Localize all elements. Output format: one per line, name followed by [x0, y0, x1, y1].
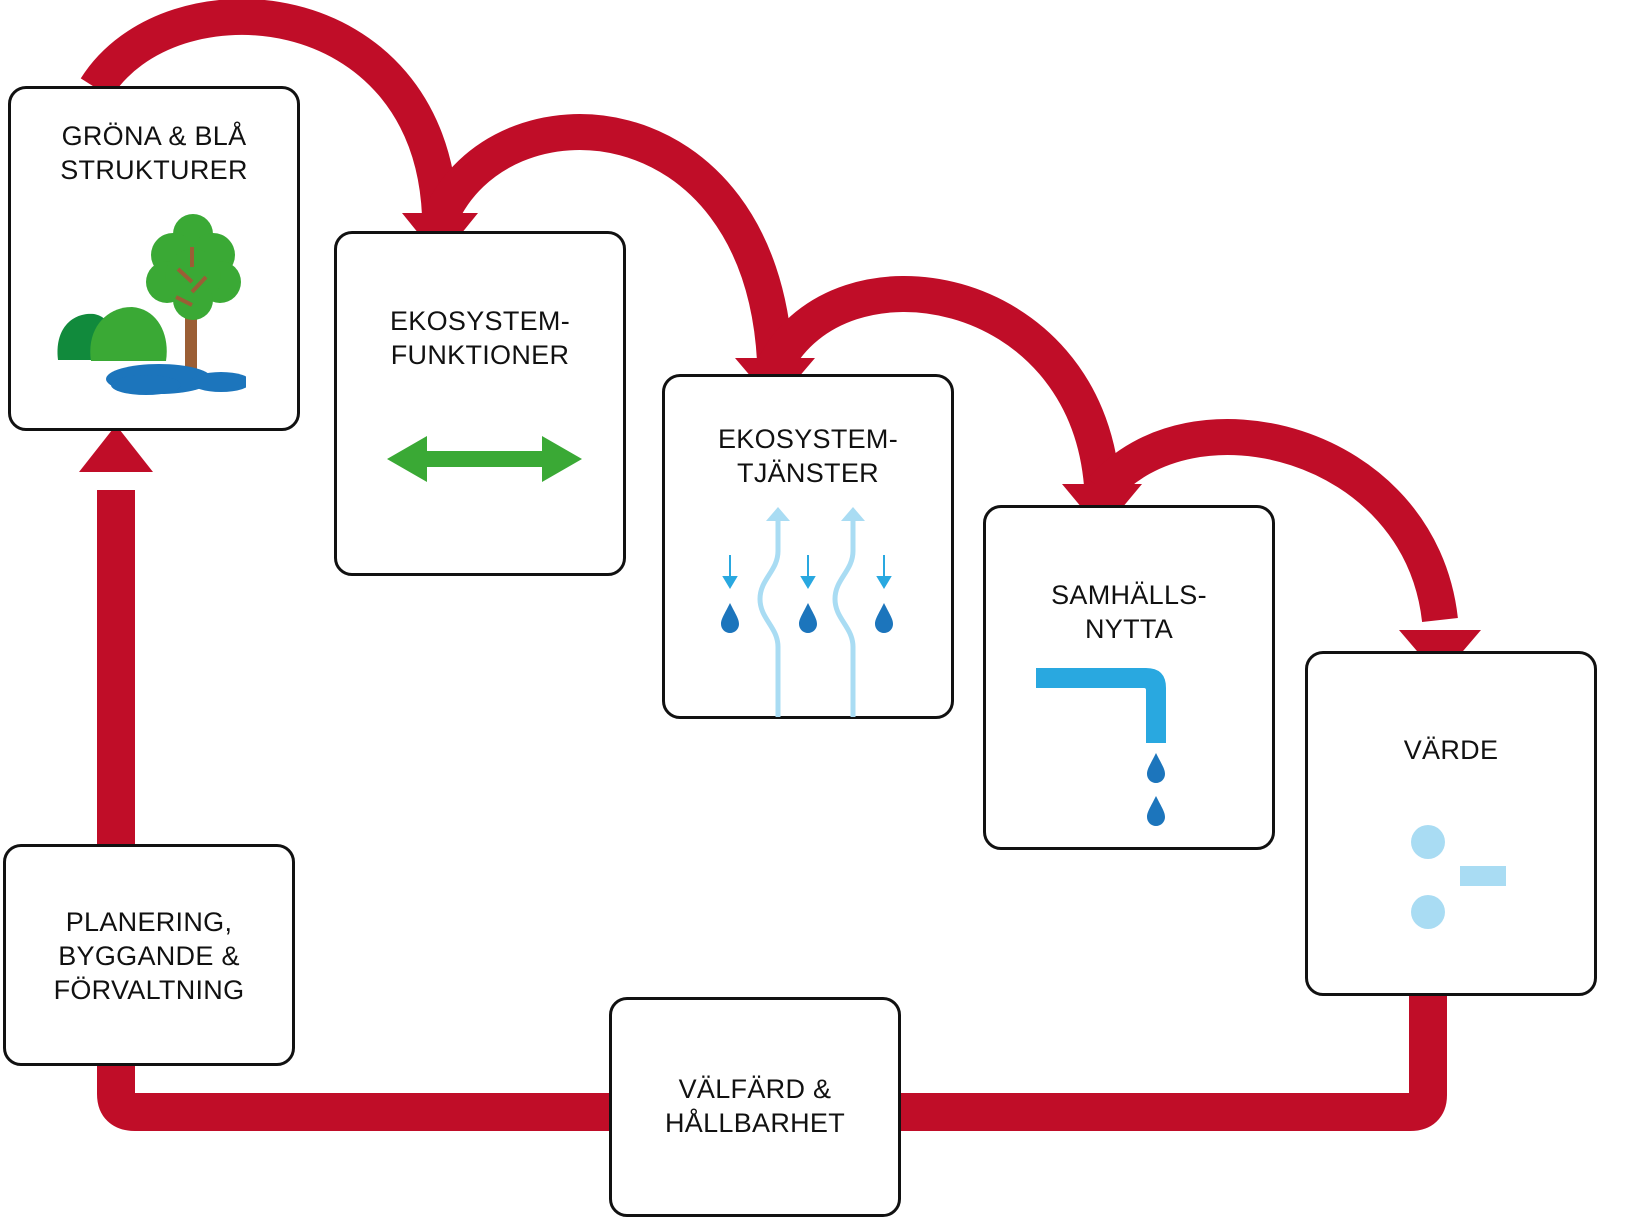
label-line: PLANERING, [65, 907, 233, 937]
tap-icon [1036, 668, 1166, 826]
label-line: NYTTA [1085, 614, 1173, 644]
double-arrow-icon [387, 436, 582, 482]
water-cycle-icon [721, 507, 893, 717]
box-label: SAMHÄLLS- NYTTA [986, 578, 1272, 646]
arrow-head-up [79, 425, 153, 472]
arrow-shaft-4 [1088, 419, 1458, 623]
tap-drops [1147, 753, 1165, 826]
label-line: BYGGANDE & [58, 941, 240, 971]
box-label: EKOSYSTEM- TJÄNSTER [665, 422, 951, 490]
label-line: FÖRVALTNING [53, 975, 245, 1005]
label-line: FUNKTIONER [390, 340, 570, 370]
box-grona-bla-strukturer: GRÖNA & BLÅ STRUKTURER [8, 86, 300, 431]
box-varde: VÄRDE [1305, 651, 1597, 996]
label-line: GRÖNA & BLÅ [61, 121, 247, 151]
pipe [1036, 668, 1166, 743]
label-line: STRUKTURER [60, 155, 248, 185]
label-line: HÅLLBARHET [664, 1108, 846, 1138]
box-ekosystemtjanster: EKOSYSTEM- TJÄNSTER [662, 374, 954, 719]
label-line: SAMHÄLLS- [1051, 580, 1207, 610]
box-ekosystemfunktioner: EKOSYSTEM- FUNKTIONER [334, 231, 626, 576]
arrow-shaft-1 [80, 0, 458, 216]
tree-icon [146, 214, 241, 369]
label-line: TJÄNSTER [737, 458, 879, 488]
box-label: VÄLFÄRD & HÅLLBARHET [612, 1072, 898, 1140]
light-hill [90, 307, 167, 361]
division-sign-icon [1411, 825, 1506, 929]
box-label: GRÖNA & BLÅ STRUKTURER [11, 119, 297, 187]
arrow-shaft-2 [423, 114, 793, 362]
label-line: VÄRDE [1403, 735, 1499, 765]
evaporation-arrows [757, 517, 856, 717]
label-line: EKOSYSTEM- [717, 424, 899, 454]
pond [106, 364, 246, 395]
box-label: VÄRDE [1308, 733, 1594, 767]
water-drops [721, 603, 893, 633]
rain-arrows [722, 555, 892, 589]
box-label: EKOSYSTEM- FUNKTIONER [337, 304, 623, 372]
box-samhallsnytta: SAMHÄLLS- NYTTA [983, 505, 1275, 850]
label-line: VÄLFÄRD & [678, 1074, 832, 1104]
label-line: EKOSYSTEM- [389, 306, 571, 336]
box-label: PLANERING, BYGGANDE & FÖRVALTNING [6, 905, 292, 1007]
landscape-icon [57, 214, 246, 395]
arrow-shaft-3 [759, 276, 1120, 487]
box-valfard-hallbarhet: VÄLFÄRD & HÅLLBARHET [609, 997, 901, 1217]
box-planering-byggande-forvaltning: PLANERING, BYGGANDE & FÖRVALTNING [3, 844, 295, 1066]
